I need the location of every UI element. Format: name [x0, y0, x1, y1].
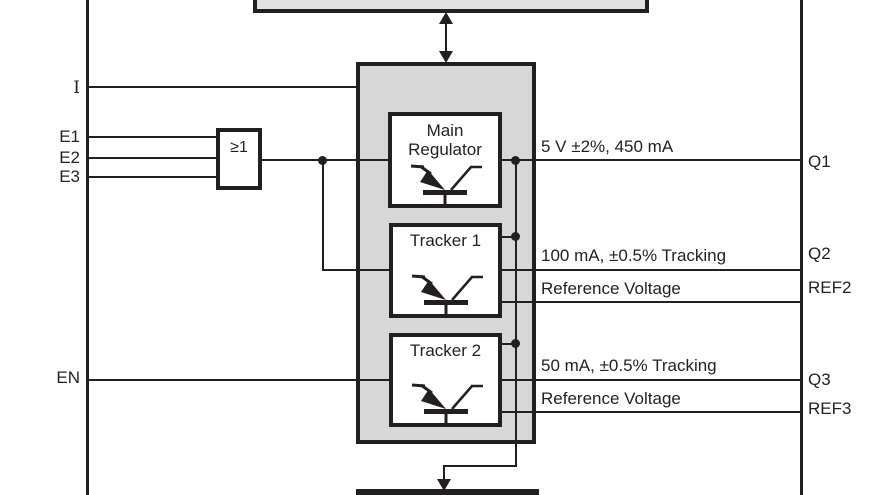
- or-gate-label: ≥1: [230, 139, 248, 156]
- wire-bottom-horizontal: [443, 465, 517, 467]
- transistor-icon: [411, 274, 483, 314]
- wire-branch-vertical: [322, 159, 324, 271]
- pin-label-ref2: REF2: [808, 278, 852, 297]
- pin-label-e1: E1: [59, 127, 80, 146]
- tracker2-block: Tracker 2: [389, 333, 502, 427]
- upper-block: [253, 0, 649, 13]
- tracker1-block: Tracker 1: [389, 223, 502, 318]
- or-gate: ≥1: [216, 128, 262, 190]
- annotation-q3: 50 mA, ±0.5% Tracking: [541, 356, 717, 375]
- main-regulator-title: Main Regulator: [408, 121, 482, 159]
- wire-ref2: [502, 301, 800, 303]
- pin-label-e3: E3: [59, 167, 80, 186]
- pin-label-q2: Q2: [808, 244, 831, 263]
- bottom-arrowhead-icon: [437, 479, 451, 491]
- down-arrowhead-icon: [439, 51, 453, 63]
- transistor-icon: [410, 164, 482, 204]
- wire-q3: [502, 379, 800, 381]
- chip-left-border: [86, 0, 89, 495]
- lower-block: [356, 489, 539, 495]
- tracker1-title: Tracker 1: [409, 231, 482, 250]
- wire-feedback-bus: [515, 159, 517, 467]
- annotation-ref2: Reference Voltage: [541, 279, 681, 298]
- junction-dot: [511, 156, 520, 165]
- pin-label-e2: E2: [59, 148, 80, 167]
- annotation-ref3: Reference Voltage: [541, 389, 681, 408]
- tracker2-title: Tracker 2: [409, 341, 482, 360]
- transistor-icon: [411, 383, 483, 423]
- main-regulator-block: Main Regulator: [388, 112, 502, 208]
- junction-dot: [511, 232, 520, 241]
- wire-bottom-vertical: [443, 465, 445, 482]
- wire-e1: [88, 136, 216, 138]
- wire-q2: [502, 269, 800, 271]
- wire-i: [88, 86, 356, 88]
- pin-label-ref3: REF3: [808, 399, 852, 418]
- junction-dot: [318, 156, 327, 165]
- pin-label-i: I: [73, 78, 80, 98]
- chip-right-border: [800, 0, 803, 495]
- up-arrowhead-icon: [439, 12, 453, 24]
- wire-top-arrow-shaft: [445, 21, 447, 54]
- wire-en: [88, 379, 389, 381]
- junction-dot: [511, 339, 520, 348]
- wire-q1: [502, 159, 800, 161]
- wire-tracker1-tap: [502, 236, 518, 238]
- wire-e2: [88, 157, 216, 159]
- annotation-q1: 5 V ±2%, 450 mA: [541, 137, 674, 156]
- wire-e3: [88, 176, 216, 178]
- wire-branch-to-tracker1: [322, 269, 389, 271]
- wire-ref3: [502, 411, 800, 413]
- pin-label-q1: Q1: [808, 152, 831, 171]
- annotation-q2: 100 mA, ±0.5% Tracking: [541, 246, 727, 265]
- pin-label-en: EN: [56, 368, 80, 387]
- pin-label-q3: Q3: [808, 370, 831, 389]
- wire-tracker2-tap: [502, 343, 518, 345]
